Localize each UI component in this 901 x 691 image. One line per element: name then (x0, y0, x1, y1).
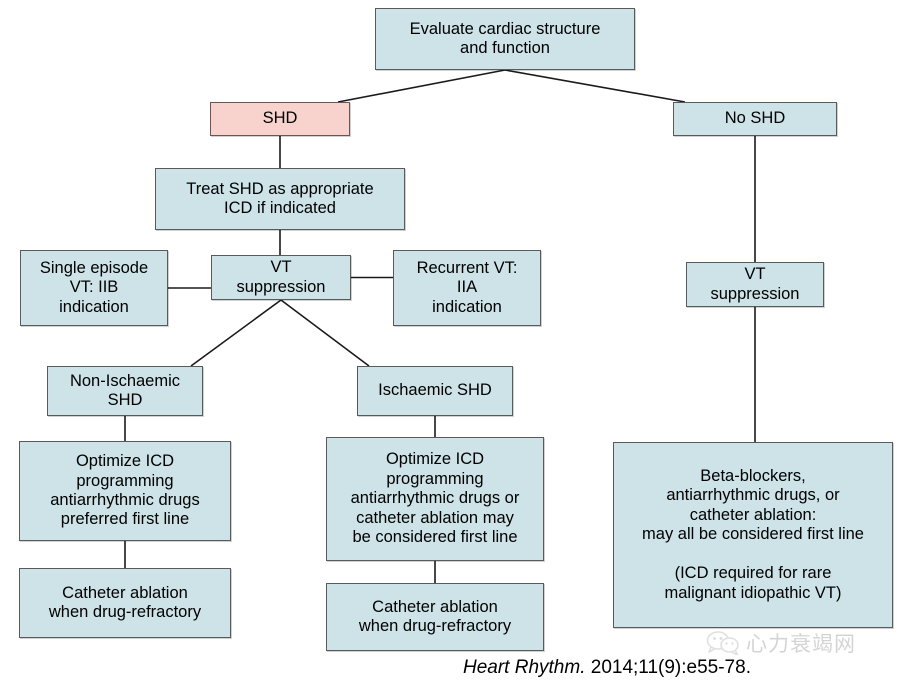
node-recurrent-vt[interactable]: Recurrent VT: IIA indication (393, 250, 541, 326)
node-optimize-isch[interactable]: Optimize ICD programming antiarrhythmic … (326, 437, 544, 561)
watermark: 心力衰竭网 (706, 628, 856, 658)
node-optimize-nonisch[interactable]: Optimize ICD programming antiarrhythmic … (19, 441, 231, 541)
citation-details: 2014;11(9):e55-78. (585, 657, 751, 678)
node-catheter-nonisch[interactable]: Catheter ablation when drug-refractory (19, 568, 231, 638)
citation-journal: Heart Rhythm. (463, 657, 586, 678)
node-vt-suppression-r[interactable]: VT suppression (686, 262, 824, 307)
citation: Heart Rhythm. 2014;11(9):e55-78. (463, 657, 751, 679)
watermark-text: 心力衰竭网 (746, 632, 856, 656)
node-no-shd[interactable]: No SHD (673, 102, 837, 136)
node-ischaemic[interactable]: Ischaemic SHD (357, 366, 513, 416)
edge-evaluate-to-shd (337, 69, 506, 103)
edge-vt-suppression-l-to-ischaemic (280, 299, 370, 367)
node-non-ischaemic[interactable]: Non-Ischaemic SHD (47, 366, 203, 416)
node-evaluate[interactable]: Evaluate cardiac structure and function (375, 8, 635, 70)
node-single-episode[interactable]: Single episode VT: IIB indication (20, 250, 168, 326)
edge-vt-suppression-l-to-non-ischaemic (190, 299, 282, 367)
edge-evaluate-to-no-shd (504, 69, 686, 103)
node-shd[interactable]: SHD (210, 102, 350, 136)
node-treat-shd[interactable]: Treat SHD as appropriate ICD if indicate… (155, 168, 405, 230)
node-catheter-isch[interactable]: Catheter ablation when drug-refractory (326, 583, 544, 651)
node-vt-suppression-l[interactable]: VT suppression (211, 255, 351, 300)
node-no-shd-treatment[interactable]: Beta-blockers, antiarrhythmic drugs, or … (613, 442, 893, 628)
wechat-logo-icon (706, 631, 740, 656)
